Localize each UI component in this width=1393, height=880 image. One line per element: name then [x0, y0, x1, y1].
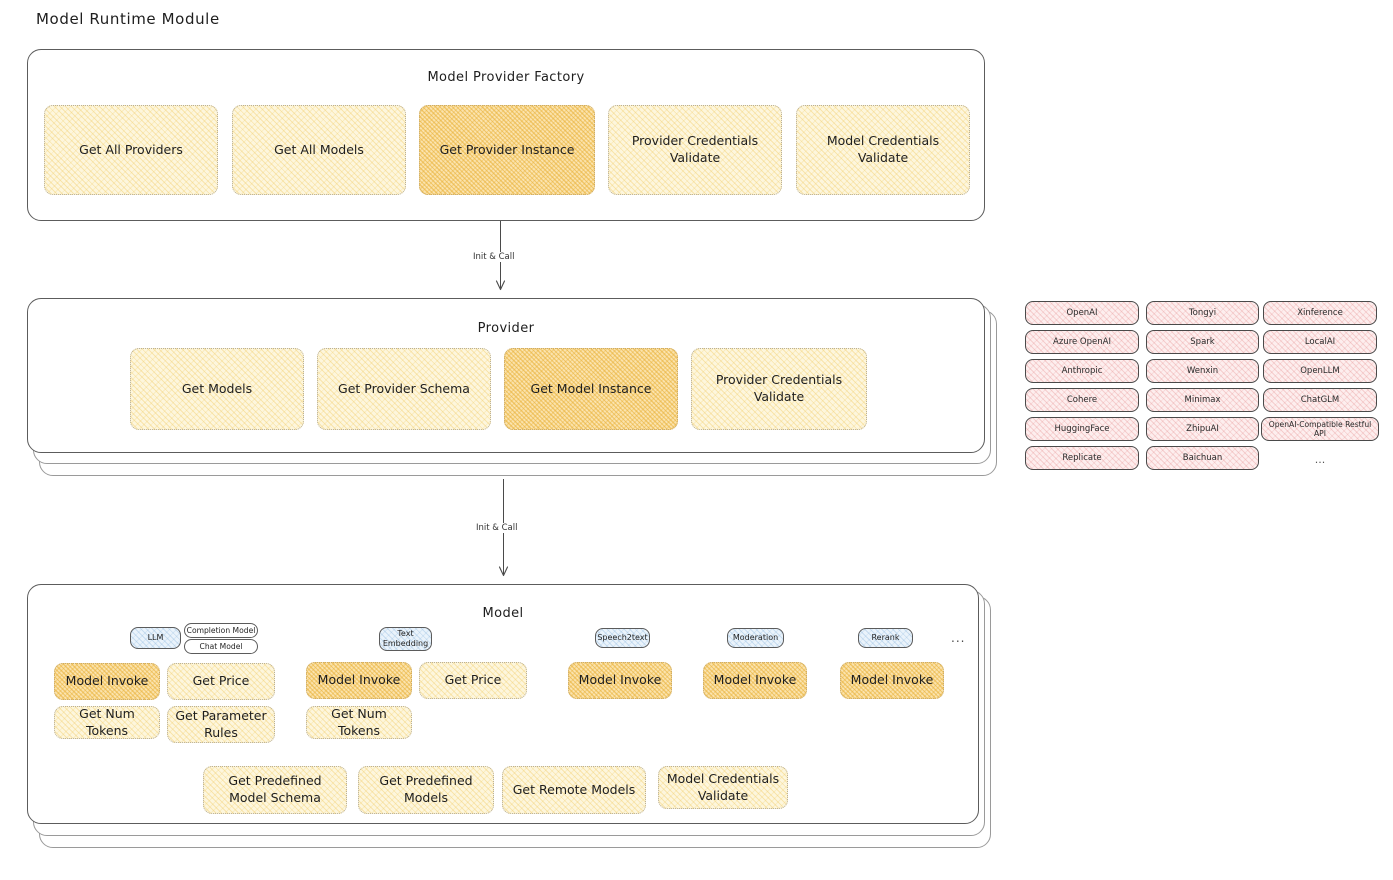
provider-chip-replicate[interactable]: Replicate [1025, 446, 1139, 470]
factory-title: Model Provider Factory [427, 70, 585, 85]
provider-node-get-model-instance[interactable]: Get Model Instance [504, 348, 678, 430]
provider-chip-tongyi[interactable]: Tongyi [1146, 301, 1259, 325]
provider-chip-azure-openai[interactable]: Azure OpenAI [1025, 330, 1139, 354]
model-types-ellipsis: ... [951, 631, 966, 645]
provider-chip-minimax[interactable]: Minimax [1146, 388, 1259, 412]
model-common-op-get-remote-models[interactable]: Get Remote Models [502, 766, 646, 814]
model-common-op-model-credentials-validate[interactable]: Model Credentials Validate [658, 766, 788, 809]
arrow-factory-to-provider-head [495, 280, 506, 291]
provider-node-provider-credentials-validate[interactable]: Provider Credentials Validate [691, 348, 867, 430]
factory-node-get-all-models[interactable]: Get All Models [232, 105, 406, 195]
provider-chip-openai[interactable]: OpenAI [1025, 301, 1139, 325]
rerank-op-model-invoke[interactable]: Model Invoke [840, 662, 944, 699]
provider-chip-zhipuai[interactable]: ZhipuAI [1146, 417, 1259, 441]
moderation-op-model-invoke[interactable]: Model Invoke [703, 662, 807, 699]
model-common-op-get-predefined-models[interactable]: Get Predefined Models [358, 766, 494, 814]
model-tab-speech2text[interactable]: Speech2text [595, 628, 650, 648]
model-common-op-get-predefined-model-schema[interactable]: Get Predefined Model Schema [203, 766, 347, 814]
model-tab-rerank[interactable]: Rerank [858, 628, 913, 648]
text-embedding-op-model-invoke[interactable]: Model Invoke [306, 662, 412, 699]
factory-node-get-all-providers[interactable]: Get All Providers [44, 105, 218, 195]
provider-chip-xinference[interactable]: Xinference [1263, 301, 1377, 325]
model-subtab-completion-model[interactable]: Completion Model [184, 623, 258, 638]
provider-title: Provider [477, 321, 535, 336]
provider-chip-huggingface[interactable]: HuggingFace [1025, 417, 1139, 441]
text-embedding-op-get-num-tokens[interactable]: Get Num Tokens [306, 706, 412, 739]
provider-chip-openllm[interactable]: OpenLLM [1263, 359, 1377, 383]
arrow-label-init-and-call-1: Init & Call [470, 252, 518, 262]
provider-chip-wenxin[interactable]: Wenxin [1146, 359, 1259, 383]
provider-chip-anthropic[interactable]: Anthropic [1025, 359, 1139, 383]
model-tab-moderation[interactable]: Moderation [727, 628, 784, 648]
provider-chip-localai[interactable]: LocalAI [1263, 330, 1377, 354]
model-subtab-chat-model[interactable]: Chat Model [184, 639, 258, 654]
provider-chip-baichuan[interactable]: Baichuan [1146, 446, 1259, 470]
llm-op-get-price[interactable]: Get Price [167, 663, 275, 700]
factory-node-provider-credentials-validate[interactable]: Provider Credentials Validate [608, 105, 782, 195]
model-tab-text-embedding[interactable]: Text Embedding [379, 627, 432, 651]
factory-node-model-credentials-validate[interactable]: Model Credentials Validate [796, 105, 970, 195]
provider-chip-spark[interactable]: Spark [1146, 330, 1259, 354]
speech2text-op-model-invoke[interactable]: Model Invoke [568, 662, 672, 699]
provider-chip-openai-compatible-restful-api[interactable]: OpenAI-Compatible Restful API [1261, 417, 1379, 441]
provider-chip-chatglm[interactable]: ChatGLM [1263, 388, 1377, 412]
model-tab-llm[interactable]: LLM [130, 627, 181, 649]
provider-node-get-models[interactable]: Get Models [130, 348, 304, 430]
arrow-provider-to-model-head [498, 566, 509, 577]
provider-node-get-provider-schema[interactable]: Get Provider Schema [317, 348, 491, 430]
factory-node-get-provider-instance[interactable]: Get Provider Instance [419, 105, 595, 195]
text-embedding-op-get-price[interactable]: Get Price [419, 662, 527, 699]
provider-chip-cohere[interactable]: Cohere [1025, 388, 1139, 412]
arrow-label-init-and-call-2: Init & Call [473, 523, 521, 533]
llm-op-get-num-tokens[interactable]: Get Num Tokens [54, 706, 160, 739]
provider-list-ellipsis: ... [1314, 452, 1326, 466]
llm-op-get-parameter-rules[interactable]: Get Parameter Rules [167, 706, 275, 743]
page-title: Model Runtime Module [36, 10, 220, 28]
model-title: Model [482, 606, 524, 621]
llm-op-model-invoke[interactable]: Model Invoke [54, 663, 160, 700]
